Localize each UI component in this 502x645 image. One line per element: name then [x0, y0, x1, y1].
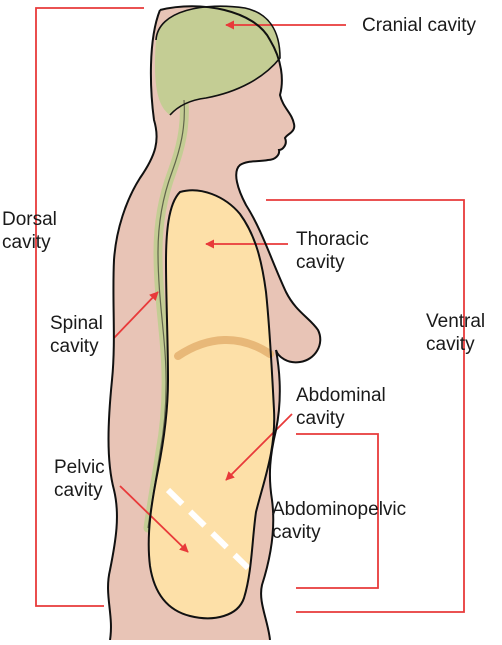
pelvic-line-1: Pelvic — [54, 457, 105, 478]
ventral-cavity-region — [148, 190, 275, 619]
abdominopelvic-cavity-label: Abdominopelvic cavity — [272, 498, 406, 544]
pelvic-arrow — [119, 485, 189, 553]
abdominal-line-2: cavity — [296, 408, 345, 429]
spinal-arrow — [113, 291, 159, 339]
dorsal-line-2: cavity — [2, 232, 51, 253]
thoracic-line-2: cavity — [296, 252, 345, 273]
cranial-cavity-region — [154, 6, 280, 115]
cranial-cavity-label: Cranial cavity — [362, 14, 476, 37]
spinal-line-2: cavity — [50, 336, 99, 357]
dorsal-line-1: Dorsal — [2, 209, 57, 230]
thoracic-cavity-label: Thoracic cavity — [296, 228, 369, 274]
pelvic-cavity-label: Pelvic cavity — [54, 456, 105, 502]
abdominal-arrow — [225, 413, 293, 481]
spinal-cavity-label: Spinal cavity — [50, 312, 103, 358]
cranial-outline — [155, 5, 281, 116]
thoracic-line-1: Thoracic — [296, 229, 369, 250]
ventral-line-1: Ventral — [426, 311, 486, 332]
abdominal-line-1: Abdominal — [296, 385, 386, 406]
ventral-line-2: cavity — [426, 334, 475, 355]
abdominopelvic-line-2: cavity — [272, 522, 321, 543]
abdominopelvic-divider — [165, 487, 251, 571]
abdominal-cavity-label: Abdominal cavity — [296, 384, 386, 430]
cranial-line-1: Cranial cavity — [362, 15, 477, 36]
pelvic-line-2: cavity — [54, 480, 103, 501]
spinal-line-1: Spinal — [50, 313, 103, 334]
ventral-cavity-label: Ventral cavity — [426, 310, 485, 356]
abdominopelvic-bracket — [296, 433, 379, 589]
abdominopelvic-line-1: Abdominopelvic — [272, 499, 407, 520]
dorsal-bracket — [35, 7, 144, 607]
dorsal-cavity-label: Dorsal cavity — [2, 208, 57, 254]
ventral-bracket — [266, 199, 465, 613]
diaphragm — [174, 335, 274, 360]
ventral-outline — [147, 189, 276, 620]
